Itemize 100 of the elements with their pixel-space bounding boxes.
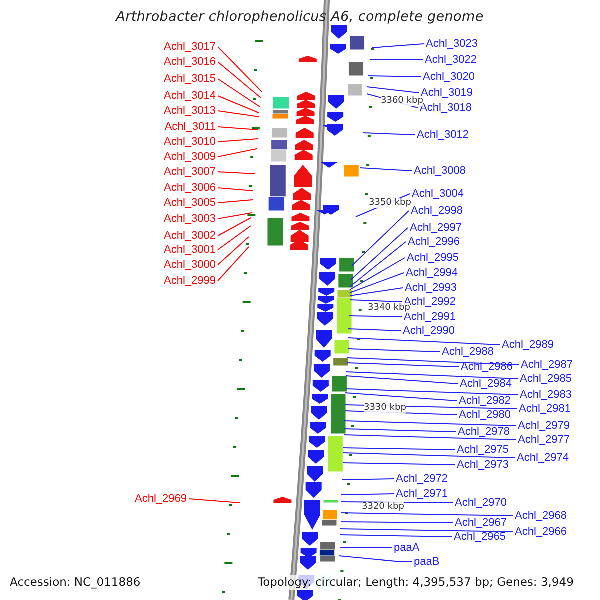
gene-label: Achl_3007 bbox=[164, 166, 216, 178]
leader-line bbox=[218, 172, 256, 174]
leader-line bbox=[372, 44, 424, 48]
position-label: 3350 kbp bbox=[369, 198, 412, 208]
gene-label: Achl_3017 bbox=[164, 41, 216, 53]
leader-line bbox=[218, 126, 258, 130]
gene-label: Achl_3008 bbox=[414, 165, 466, 177]
leader-line bbox=[342, 462, 456, 466]
leader-line bbox=[340, 522, 454, 524]
leader-line bbox=[218, 236, 250, 266]
leader-line bbox=[218, 188, 254, 192]
leader-line bbox=[218, 148, 258, 158]
gene-label: paaA bbox=[394, 542, 420, 554]
gene-label: Achl_3009 bbox=[164, 151, 216, 163]
gene-label: paaB bbox=[414, 556, 440, 568]
leader-line bbox=[218, 46, 262, 92]
gene-label: Achl_2971 bbox=[396, 488, 448, 500]
gene-label: Achl_2995 bbox=[407, 252, 459, 264]
position-label: 3330 kbp bbox=[364, 403, 406, 413]
leader-line bbox=[218, 246, 250, 282]
map-title: Arthrobacter chlorophenolicus A6, complete genome bbox=[114, 9, 485, 25]
gene-label: Achl_2969 bbox=[135, 493, 187, 505]
gene-label: Achl_2987 bbox=[521, 359, 573, 371]
leader-line bbox=[340, 512, 514, 516]
info-text: Accession: NC_011886 bbox=[10, 575, 141, 590]
gene-label: Achl_2977 bbox=[518, 434, 570, 446]
gene-label: Achl_3014 bbox=[164, 90, 216, 102]
leader-line bbox=[338, 556, 412, 562]
leader-line bbox=[350, 300, 402, 302]
leader-line bbox=[350, 272, 404, 294]
gene-label: Achl_3002 bbox=[164, 230, 216, 242]
leader-line bbox=[218, 226, 252, 250]
gene-label: Achl_2993 bbox=[405, 282, 457, 294]
gene-label: Achl_2972 bbox=[396, 473, 448, 485]
gene-label: Achl_2970 bbox=[455, 497, 507, 509]
leader-line bbox=[218, 138, 258, 142]
leader-line bbox=[344, 392, 458, 402]
gene-label: Achl_3020 bbox=[423, 71, 475, 83]
leader-line bbox=[352, 210, 410, 266]
gene-label: Achl_2996 bbox=[408, 236, 460, 248]
leader-line bbox=[350, 288, 404, 296]
gene-label: Achl_2968 bbox=[515, 510, 567, 522]
gene-label: Achl_3019 bbox=[421, 87, 473, 99]
gene-label: Achl_2994 bbox=[406, 267, 458, 279]
position-label: 3320 kbp bbox=[362, 502, 404, 512]
leader-line bbox=[340, 528, 514, 532]
leader-line bbox=[218, 62, 262, 98]
leader-line bbox=[188, 498, 240, 504]
leader-line bbox=[344, 428, 456, 432]
gene-label: Achl_2986 bbox=[461, 361, 513, 373]
gene-label: Achl_2981 bbox=[519, 403, 571, 415]
gene-label: Achl_3016 bbox=[164, 56, 216, 68]
leader-line bbox=[340, 494, 394, 496]
gene-label: Achl_3005 bbox=[164, 197, 216, 209]
leader-line bbox=[342, 448, 456, 450]
gene-label: Achl_3013 bbox=[164, 105, 216, 117]
leader-line bbox=[218, 110, 260, 118]
gene-label: Achl_3001 bbox=[164, 244, 216, 256]
gene-label: Achl_3003 bbox=[164, 213, 216, 225]
position-label: 3360 kbp bbox=[381, 96, 424, 106]
leader-line bbox=[366, 86, 420, 94]
leader-line bbox=[348, 316, 402, 318]
gene-label: Achl_3015 bbox=[164, 73, 216, 85]
gene-label: Achl_3011 bbox=[164, 121, 216, 133]
leader-line bbox=[350, 258, 406, 290]
gene-label: Achl_2984 bbox=[460, 378, 512, 390]
leader-line bbox=[218, 200, 254, 204]
info-text: Topology: circular; Length: 4,395,537 bp; Genes: 3,949 bbox=[258, 575, 574, 590]
leader-line bbox=[218, 78, 260, 108]
gene-label: Achl_2965 bbox=[454, 531, 506, 543]
gene-label: Achl_2966 bbox=[515, 526, 567, 538]
leader-line bbox=[350, 228, 408, 280]
gene-label: Achl_2978 bbox=[458, 426, 510, 438]
gene-label: Achl_2982 bbox=[459, 395, 511, 407]
gene-label: Achl_2980 bbox=[459, 409, 511, 421]
leader-line bbox=[342, 478, 394, 480]
leader-line bbox=[344, 434, 516, 440]
leader-line bbox=[348, 328, 402, 332]
gene-label: Achl_2975 bbox=[457, 444, 509, 456]
gene-label: Achl_2988 bbox=[442, 346, 494, 358]
leader-line bbox=[344, 420, 516, 426]
gene-label: Achl_3000 bbox=[164, 259, 216, 271]
leader-line bbox=[342, 452, 516, 458]
leader-line bbox=[340, 534, 452, 538]
gene-label: Achl_2974 bbox=[517, 452, 569, 464]
gene-label: Achl_3023 bbox=[426, 38, 478, 50]
gene-label: Achl_2973 bbox=[457, 459, 509, 471]
gene-label: Achl_2999 bbox=[164, 275, 216, 287]
gene-label: Achl_3012 bbox=[417, 129, 469, 141]
leader-line bbox=[346, 388, 518, 396]
leader-line bbox=[368, 76, 422, 78]
gene-label: Achl_2979 bbox=[518, 420, 570, 432]
leader-line bbox=[362, 132, 416, 136]
gene-label: Achl_3022 bbox=[425, 54, 477, 66]
leader-line bbox=[360, 168, 412, 172]
gene-label: Achl_2967 bbox=[455, 517, 507, 529]
leader-line bbox=[346, 362, 460, 368]
gene-label: Achl_3006 bbox=[164, 182, 216, 194]
gene-label: Achl_2997 bbox=[410, 222, 462, 234]
leader-line bbox=[346, 358, 520, 366]
